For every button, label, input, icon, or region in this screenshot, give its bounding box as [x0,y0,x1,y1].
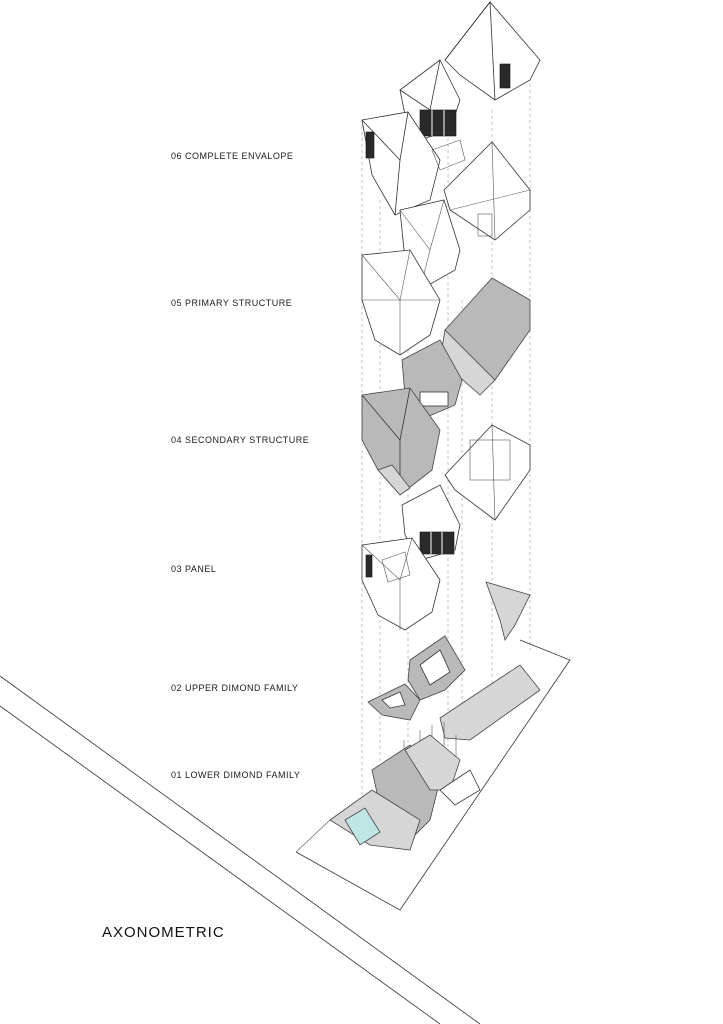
layer-05-primary-structure [361,141,531,356]
layer-03-panel [361,424,531,641]
layer-label-04: 04 SECONDARY STRUCTURE [171,435,310,445]
layer-label-02: 02 UPPER DIMOND FAMILY [171,683,299,693]
layer-02-upper-diamond-family [367,635,541,741]
layer-06-complete-envelope [361,0,541,216]
street-lines [0,639,571,1024]
layer-01-lower-diamond-family [329,722,481,851]
layer-label-01: 01 LOWER DIMOND FAMILY [171,770,301,780]
drawing-title: AXONOMETRIC [102,924,225,941]
layer-label-06: 06 COMPLETE ENVALOPE [171,151,294,161]
layer-label-03: 03 PANEL [171,564,217,574]
layer-label-05: 05 PRIMARY STRUCTURE [171,298,293,308]
layer-04-secondary-structure [361,277,531,496]
